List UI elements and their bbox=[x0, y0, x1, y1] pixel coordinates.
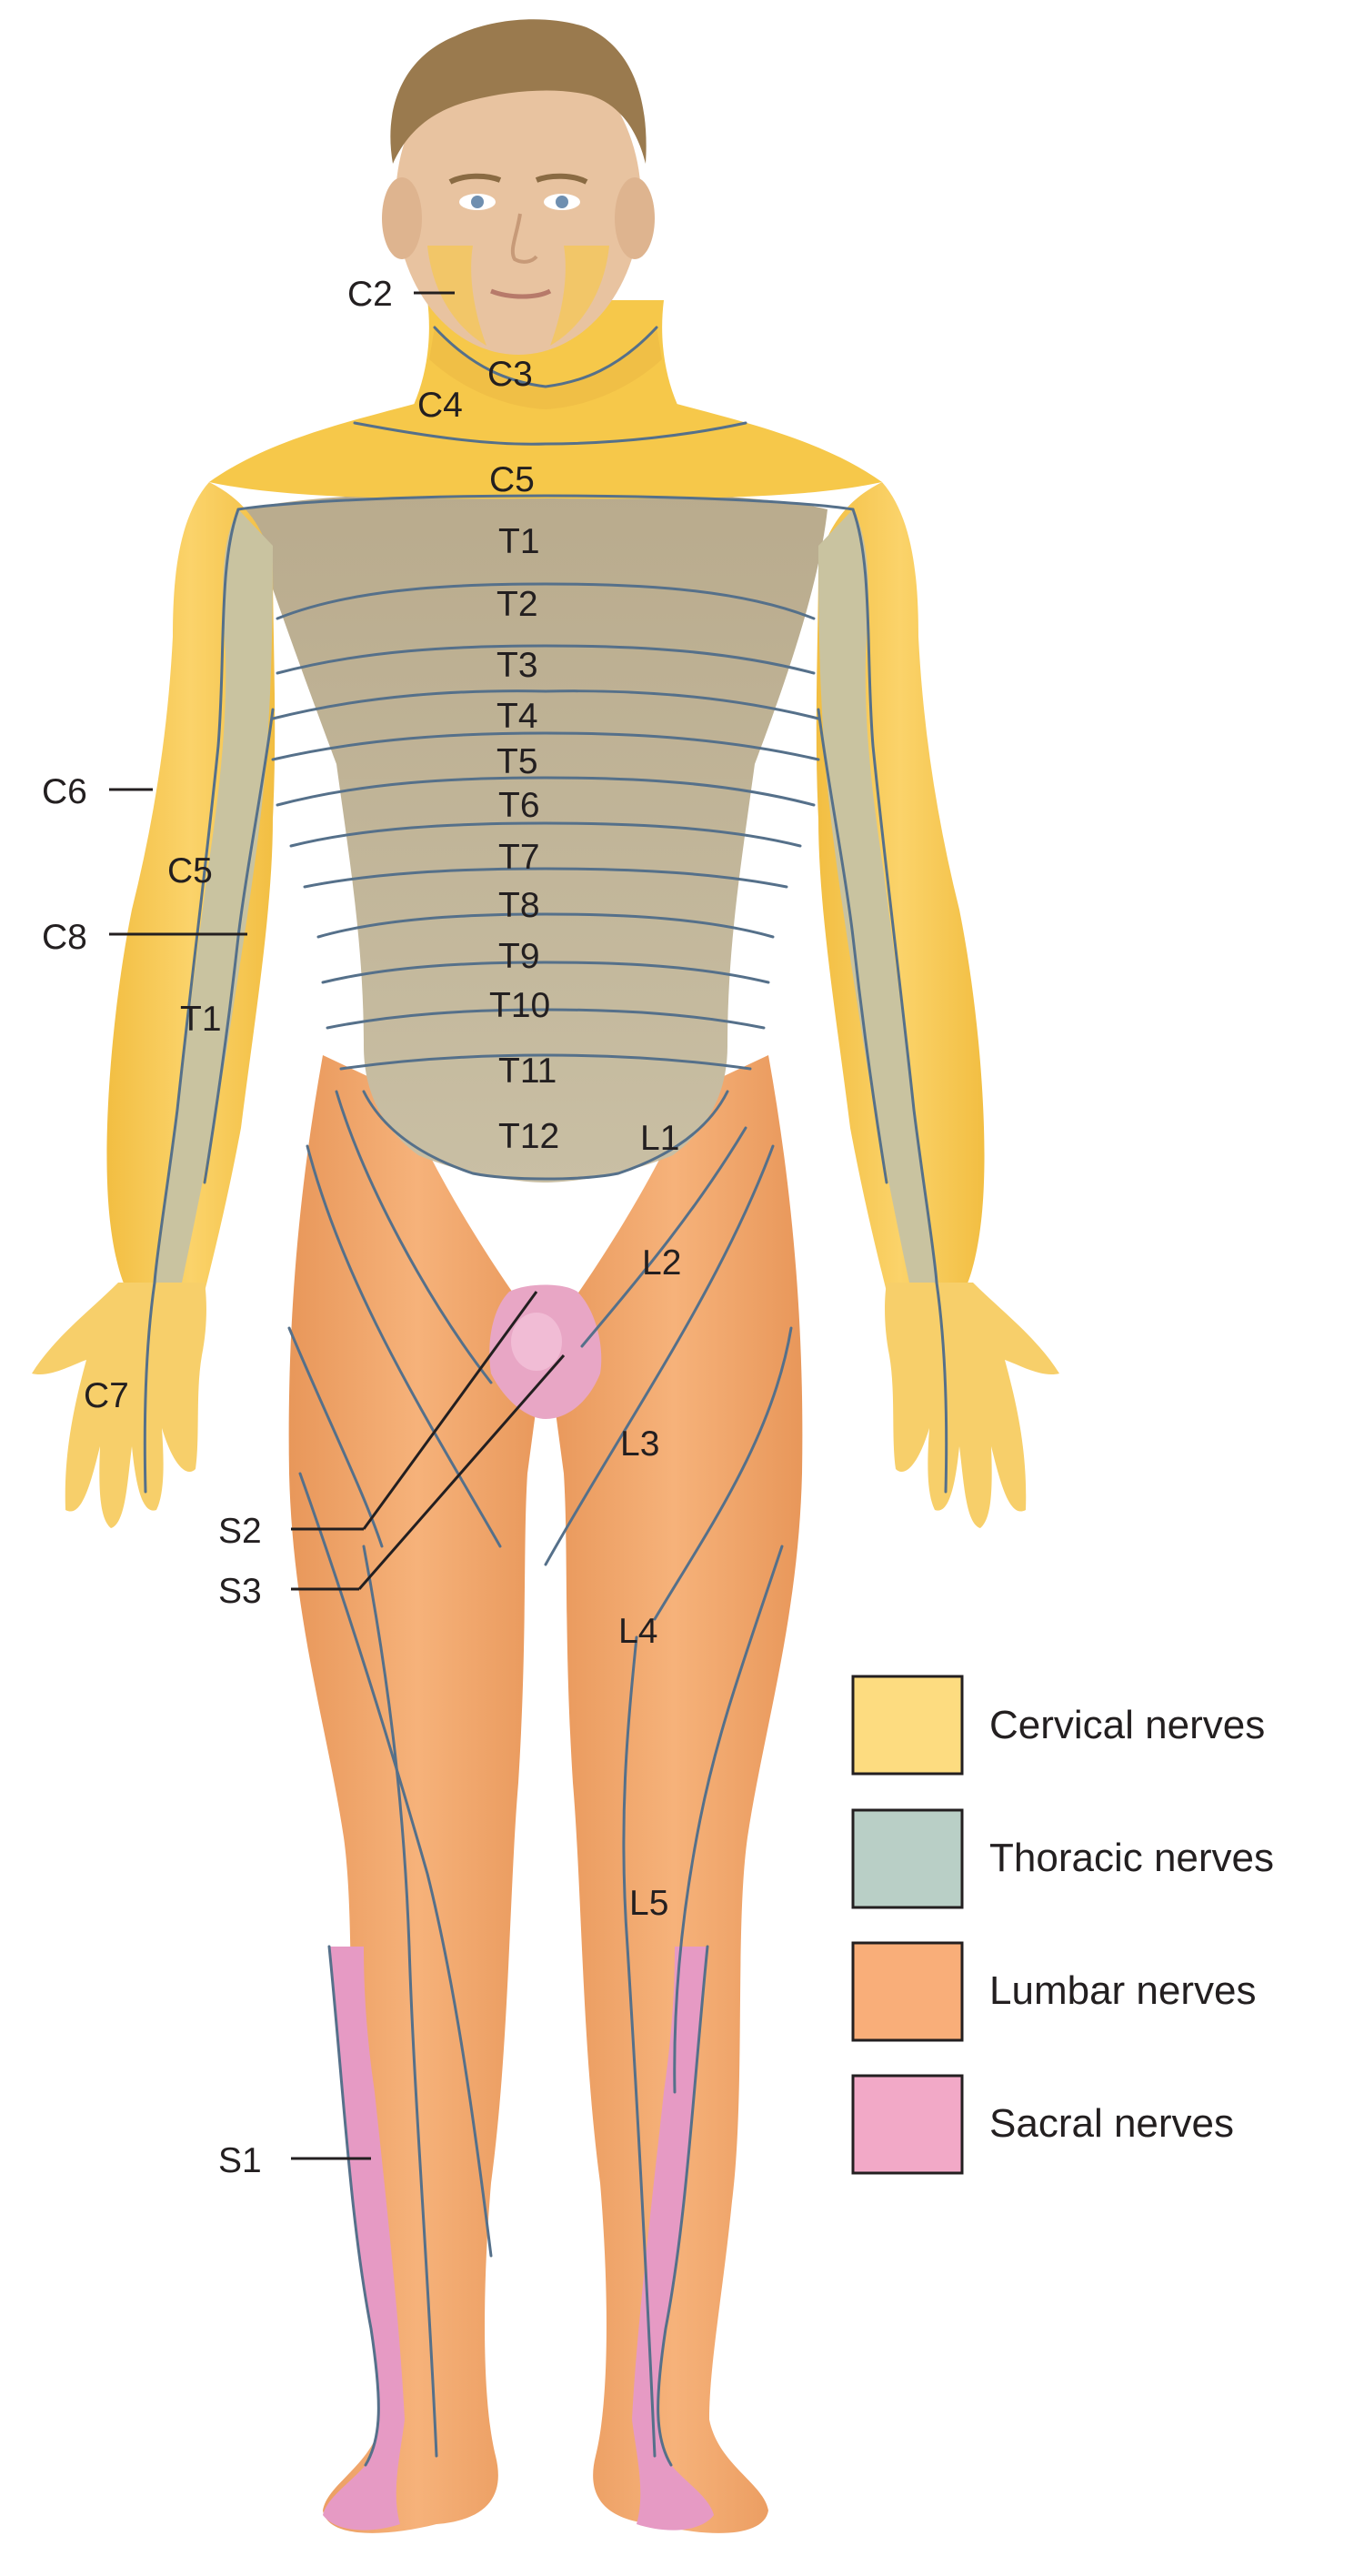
label-l2: L2 bbox=[642, 1243, 681, 1283]
left-leg-lumbar bbox=[546, 1055, 803, 2533]
label-t1-arm: T1 bbox=[180, 1000, 222, 1039]
label-l3: L3 bbox=[620, 1424, 659, 1464]
label-t2: T2 bbox=[496, 585, 538, 624]
label-t7: T7 bbox=[498, 838, 540, 877]
eyebrows bbox=[448, 173, 588, 185]
dermatome-labels: C2 C3 C4 C5 T1 T2 T3 T4 T5 T6 T7 T8 T9 T… bbox=[42, 275, 681, 2180]
dermatome-boundaries bbox=[143, 326, 948, 2467]
legend-swatch-lumbar bbox=[851, 1941, 964, 2042]
label-c8-arm: C8 bbox=[42, 918, 87, 957]
leader-lines bbox=[109, 291, 566, 2160]
legend-item-cervical: Cervical nerves bbox=[851, 1675, 1265, 1776]
legend-swatch-sacral bbox=[851, 2074, 964, 2175]
c2-jaw-patch bbox=[427, 246, 486, 346]
label-t6: T6 bbox=[498, 786, 540, 825]
legend-item-thoracic: Thoracic nerves bbox=[851, 1808, 1274, 1909]
right-hand bbox=[32, 1283, 206, 1528]
legend-item-lumbar: Lumbar nerves bbox=[851, 1941, 1256, 2042]
label-t8: T8 bbox=[498, 886, 540, 925]
left-iris bbox=[556, 196, 568, 208]
label-c2: C2 bbox=[347, 275, 393, 314]
right-ear bbox=[382, 177, 422, 259]
label-s1: S1 bbox=[218, 2141, 262, 2180]
label-t9: T9 bbox=[498, 937, 540, 976]
legend-label-lumbar: Lumbar nerves bbox=[989, 1968, 1256, 2013]
label-t4: T4 bbox=[496, 697, 538, 736]
label-s3: S3 bbox=[218, 1572, 262, 1611]
neck-c3 bbox=[429, 327, 662, 409]
label-c5: C5 bbox=[489, 460, 535, 499]
label-t12: T12 bbox=[498, 1117, 559, 1156]
body-illustration bbox=[32, 19, 1059, 2533]
legend-label-sacral: Sacral nerves bbox=[989, 2101, 1234, 2146]
left-arm-thoracic bbox=[818, 509, 937, 1283]
legend: Cervical nerves Thoracic nerves Lumbar n… bbox=[851, 1675, 1274, 2175]
left-hand bbox=[885, 1283, 1059, 1528]
legend-swatch-thoracic bbox=[851, 1808, 964, 1909]
label-t11: T11 bbox=[498, 1052, 557, 1091]
label-l5: L5 bbox=[629, 1884, 668, 1923]
legend-item-sacral: Sacral nerves bbox=[851, 2074, 1234, 2175]
right-iris bbox=[471, 196, 484, 208]
legend-swatch-cervical bbox=[851, 1675, 964, 1776]
nose bbox=[510, 213, 538, 264]
label-c6-arm: C6 bbox=[42, 772, 87, 811]
label-c5-arm: C5 bbox=[167, 851, 213, 891]
genital-inner bbox=[511, 1313, 562, 1371]
label-l4: L4 bbox=[618, 1612, 657, 1651]
legend-label-thoracic: Thoracic nerves bbox=[989, 1836, 1274, 1880]
label-t10: T10 bbox=[489, 986, 550, 1025]
shoulders-cervical bbox=[209, 346, 882, 499]
label-t3: T3 bbox=[496, 646, 538, 685]
label-c4: C4 bbox=[417, 386, 463, 425]
left-ear bbox=[615, 177, 655, 259]
right-arm-thoracic bbox=[155, 509, 273, 1283]
label-s2: S2 bbox=[218, 1512, 262, 1551]
torso-thoracic bbox=[246, 491, 827, 1182]
c2-jaw-patch-left bbox=[550, 246, 609, 346]
label-t1: T1 bbox=[498, 522, 540, 561]
right-leg-lumbar bbox=[288, 1055, 546, 2533]
label-c7-hand: C7 bbox=[84, 1376, 129, 1415]
label-t5: T5 bbox=[496, 742, 538, 781]
legend-label-cervical: Cervical nerves bbox=[989, 1703, 1265, 1747]
label-c3: C3 bbox=[487, 355, 533, 394]
mouth bbox=[490, 288, 552, 299]
hair bbox=[390, 19, 647, 164]
label-l1: L1 bbox=[640, 1119, 679, 1158]
